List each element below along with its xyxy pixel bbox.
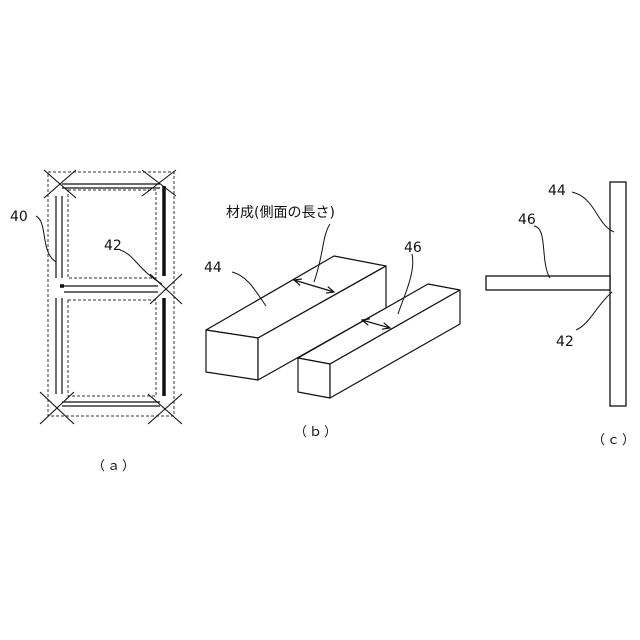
plate-44 <box>610 182 626 406</box>
label-42-a: 42 <box>104 238 122 254</box>
corner-x-marks <box>40 170 182 424</box>
label-40: 40 <box>10 209 28 225</box>
label-44-c: 44 <box>548 183 566 199</box>
leader-40 <box>36 216 56 262</box>
leader-44-c <box>572 192 614 232</box>
lower-cell-dashed-outline <box>68 300 156 396</box>
upper-cell-dashed-outline <box>68 190 156 278</box>
leader-46-c <box>534 226 550 278</box>
outer-dashed-outline <box>48 172 174 416</box>
caption-a: （ａ） <box>92 459 137 474</box>
caption-b: （ｂ） <box>294 425 339 440</box>
label-46-b: 46 <box>404 240 422 256</box>
panel-a: 40 42 （ａ） <box>10 170 182 474</box>
annotation-wood-side-length: 材成(側面の長さ) <box>226 205 335 221</box>
frame-members <box>56 184 160 406</box>
caption-c: （ｃ） <box>592 433 637 448</box>
thick-joint-bars <box>60 186 164 396</box>
leader-42-c <box>576 292 612 330</box>
label-44-b: 44 <box>204 260 222 276</box>
panel-c: 44 46 42 （ｃ） <box>486 182 637 448</box>
rib-46 <box>486 276 610 290</box>
label-46-c: 46 <box>518 212 536 228</box>
panel-b: 材成(側面の長さ) 44 46 （ｂ） <box>204 205 460 440</box>
label-42-c: 42 <box>556 334 574 350</box>
